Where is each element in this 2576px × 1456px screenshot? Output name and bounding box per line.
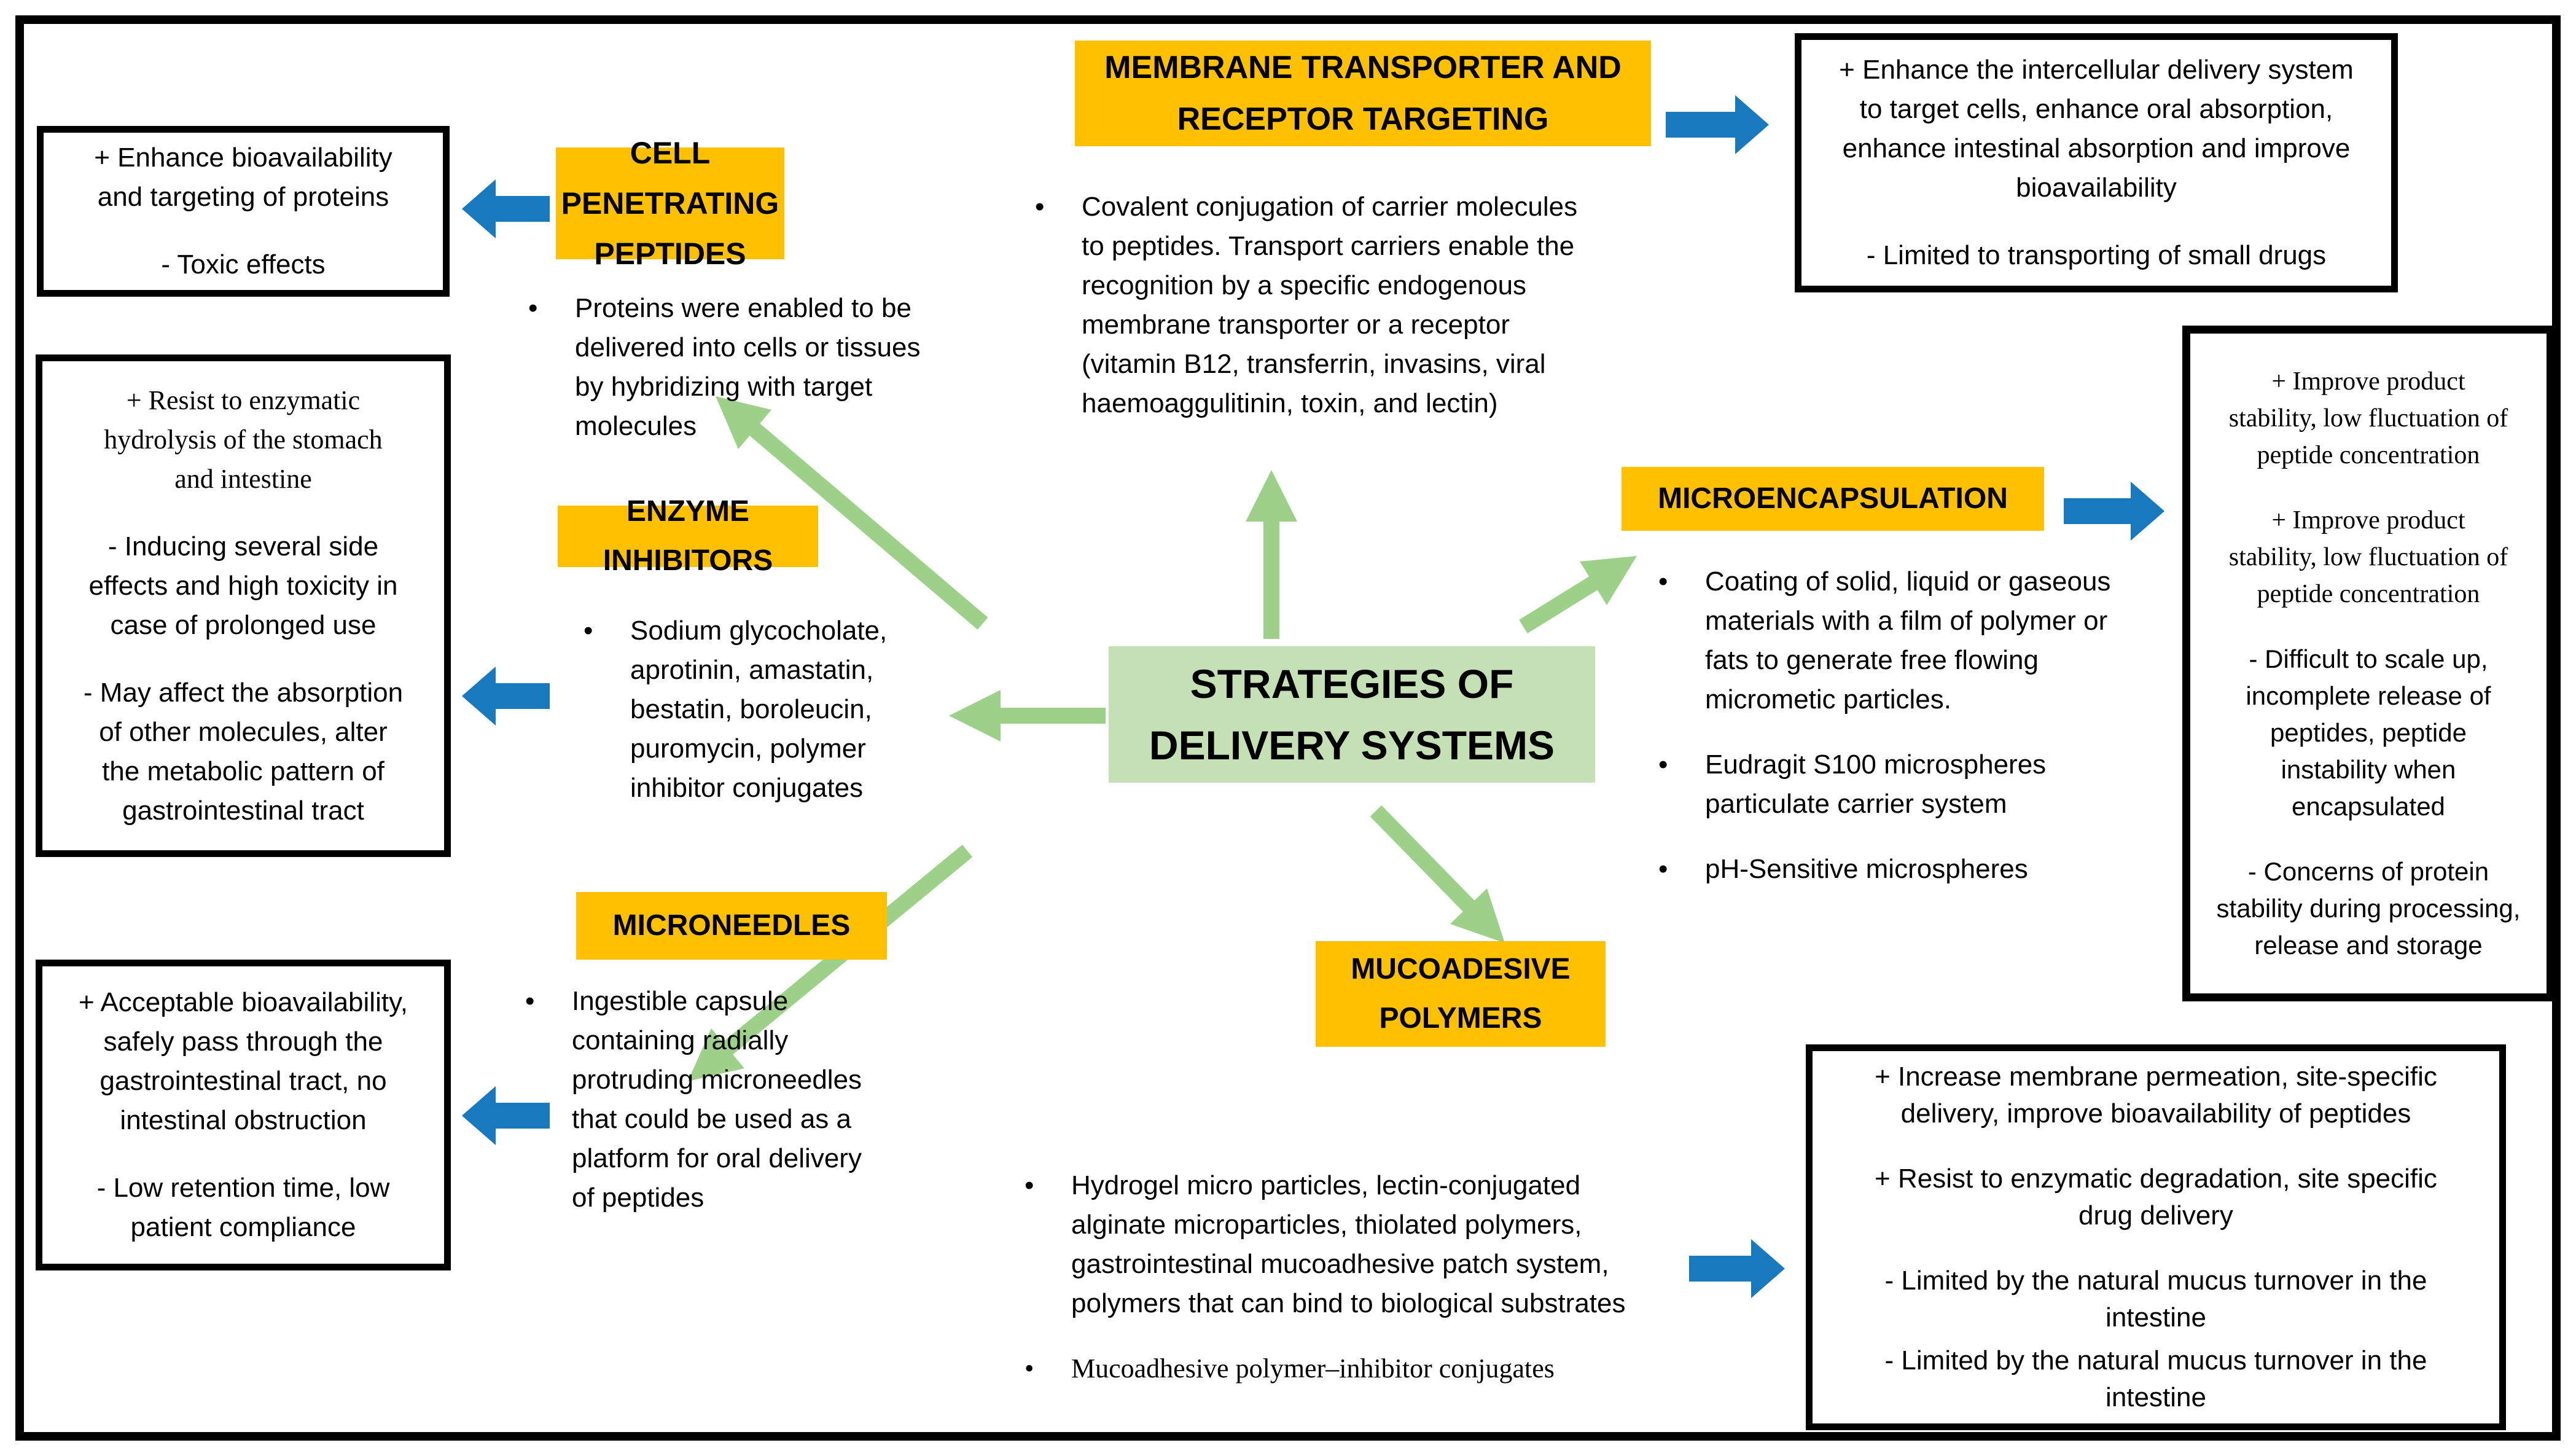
- label-microneedles: MICRONEEDLES: [576, 892, 887, 960]
- bullet-item: Hydrogel micro particles, lectin-conjuga…: [1025, 1166, 1725, 1323]
- label-membrane-transporter: MEMBRANE TRANSPORTER AND RECEPTOR TARGET…: [1075, 41, 1651, 146]
- cpp-outcomes-box: + Enhance bioavailability and targeting …: [37, 126, 450, 297]
- enzyme-bullets: Sodium glycocholate, aprotinin, amastati…: [584, 611, 977, 808]
- microencapsulation-outcomes-box: + Improve product stability, low fluctua…: [2182, 326, 2555, 1001]
- membrane-bullets: Covalent conjugation of carrier molecule…: [1035, 187, 1674, 423]
- label-enzyme-text: ENZYME INHIBITORS: [603, 495, 773, 577]
- label-muco-line1: MUCOADESIVE: [1351, 953, 1571, 985]
- label-microencapsulation: MICROENCAPSULATION: [1622, 467, 2044, 531]
- label-mtrt-line2: RECEPTOR TARGETING: [1177, 101, 1549, 137]
- mucoadhesive-outcome-4: - Limited by the natural mucus turnover …: [1884, 1345, 2427, 1412]
- enzyme-outcome-3: - May affect the absorption of other mol…: [83, 678, 404, 826]
- microencapsulation-bullet-3: pH-Sensitive microspheres: [1705, 854, 2028, 884]
- enzyme-outcomes-box: + Resist to enzymatic hydrolysis of the …: [36, 354, 451, 857]
- membrane-bullet-1: Covalent conjugation of carrier molecule…: [1082, 192, 1578, 418]
- bullet-item: Eudragit S100 microspheres particulate c…: [1658, 745, 2211, 824]
- bullet-item: pH-Sensitive microspheres: [1658, 850, 2211, 889]
- label-mucoadhesive-polymers: MUCOADESIVE POLYMERS: [1316, 941, 1606, 1047]
- mucoadhesive-outcome-3: - Limited by the natural mucus turnover …: [1884, 1266, 2427, 1333]
- mucoadhesive-outcome-1: + Increase membrane permeation, site-spe…: [1875, 1062, 2437, 1129]
- mucoadhesive-outcome-2: + Resist to enzymatic degradation, site …: [1875, 1164, 2437, 1231]
- bullet-item: Ingestible capsule containing radially p…: [525, 982, 967, 1218]
- bullet-item: Covalent conjugation of carrier molecule…: [1035, 187, 1674, 423]
- label-microencapsulation-text: MICROENCAPSULATION: [1658, 482, 2008, 515]
- bullet-item: Proteins were enabled to be delivered in…: [528, 289, 995, 446]
- membrane-outcome-2: - Limited to transporting of small drugs: [1866, 240, 2327, 270]
- mucoadhesive-bullet-2: Mucoadhesive polymer–inhibitor conjugate…: [1071, 1353, 1555, 1384]
- bullet-item: Sodium glycocholate, aprotinin, amastati…: [584, 611, 977, 808]
- center-node: STRATEGIES OF DELIVERY SYSTEMS: [1109, 646, 1595, 783]
- microneedles-bullet-1: Ingestible capsule containing radially p…: [572, 986, 862, 1213]
- label-cpp-line2: PEPTIDES: [594, 237, 746, 271]
- mucoadhesive-outcomes-box: + Increase membrane permeation, site-spe…: [1806, 1044, 2506, 1430]
- label-microneedles-text: MICRONEEDLES: [612, 909, 851, 942]
- microencapsulation-bullets: Coating of solid, liquid or gaseous mate…: [1658, 562, 2211, 889]
- microneedles-outcomes-box: + Acceptable bioavailability, safely pas…: [36, 960, 451, 1270]
- microneedles-outcome-2: - Low retention time, low patient compli…: [96, 1173, 390, 1242]
- membrane-outcomes-box: + Enhance the intercellular delivery sys…: [1795, 33, 2398, 292]
- microencapsulation-bullet-2: Eudragit S100 microspheres particulate c…: [1705, 750, 2047, 819]
- bullet-item: Mucoadhesive polymer–inhibitor conjugate…: [1025, 1349, 1725, 1388]
- bullet-item: Coating of solid, liquid or gaseous mate…: [1658, 562, 2211, 719]
- microneedles-bullets: Ingestible capsule containing radially p…: [525, 982, 967, 1218]
- center-title-line2: DELIVERY SYSTEMS: [1149, 722, 1555, 768]
- label-enzyme-inhibitors: ENZYME INHIBITORS: [558, 495, 818, 577]
- enzyme-bullet-1: Sodium glycocholate, aprotinin, amastati…: [630, 616, 888, 803]
- enzyme-outcome-2: - Inducing several side effects and high…: [88, 531, 398, 640]
- microencapsulation-outcome-4: - Concerns of protein stability during p…: [2216, 857, 2521, 960]
- microencapsulation-outcome-2: + Improve product stability, low fluctua…: [2228, 506, 2508, 608]
- label-muco-line2: POLYMERS: [1379, 1002, 1542, 1035]
- cpp-outcome-1: + Enhance bioavailability and targeting …: [94, 143, 392, 212]
- microneedles-outcome-1: + Acceptable bioavailability, safely pas…: [78, 987, 408, 1135]
- mucoadhesive-bullets: Hydrogel micro particles, lectin-conjuga…: [1025, 1166, 1725, 1388]
- microencapsulation-outcome-1: + Improve product stability, low fluctua…: [2228, 367, 2508, 469]
- cpp-bullet-1: Proteins were enabled to be delivered in…: [575, 293, 921, 441]
- membrane-outcome-1: + Enhance the intercellular delivery sys…: [1839, 55, 2354, 203]
- center-title-line1: STRATEGIES OF: [1190, 661, 1514, 706]
- cpp-outcome-2: - Toxic effects: [161, 249, 326, 280]
- label-cell-penetrating-peptides: CELL PENETRATING PEPTIDES: [556, 136, 784, 271]
- enzyme-outcome-1: + Resist to enzymatic hydrolysis of the …: [104, 385, 383, 494]
- mucoadhesive-bullet-1: Hydrogel micro particles, lectin-conjuga…: [1071, 1170, 1626, 1318]
- microencapsulation-outcome-3: - Difficult to scale up, incomplete rele…: [2246, 644, 2491, 821]
- microencapsulation-bullet-1: Coating of solid, liquid or gaseous mate…: [1705, 566, 2111, 714]
- label-cpp-line1: CELL PENETRATING: [561, 136, 779, 221]
- cpp-bullets: Proteins were enabled to be delivered in…: [528, 289, 995, 446]
- label-mtrt-line1: MEMBRANE TRANSPORTER AND: [1104, 50, 1622, 85]
